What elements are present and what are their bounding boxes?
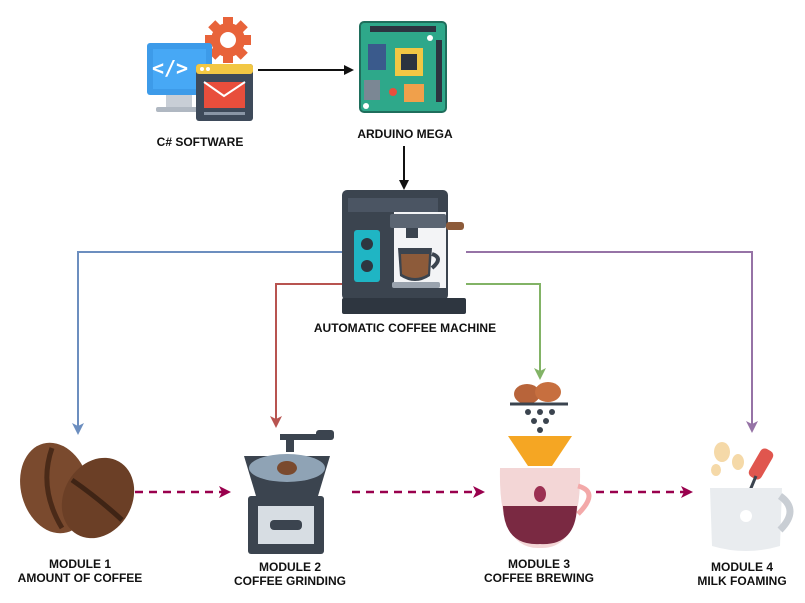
- arrow-machine-to-module2: [270, 283, 342, 428]
- module3-subtitle: COFFEE BREWING: [484, 571, 594, 585]
- module3-label: MODULE 3 COFFEE BREWING: [464, 557, 614, 585]
- module4-title: MODULE 4: [710, 560, 773, 574]
- module1-subtitle: AMOUNT OF COFFEE: [17, 571, 143, 585]
- module4-label: MODULE 4 MILK FOAMING: [680, 560, 804, 588]
- software-label: C# SOFTWARE: [156, 135, 244, 149]
- module2-subtitle: COFFEE GRINDING: [233, 574, 346, 588]
- arrow-machine-to-module4: [466, 251, 758, 433]
- espresso-machine-icon: [342, 190, 466, 314]
- machine-label: AUTOMATIC COFFEE MACHINE: [313, 321, 497, 335]
- milk-frother-icon: [710, 442, 794, 551]
- module1-label: MODULE 1 AMOUNT OF COFFEE: [0, 557, 160, 585]
- arrow-machine-to-module1: [72, 251, 342, 435]
- module2-title: MODULE 2: [258, 560, 321, 574]
- module3-title: MODULE 3: [507, 557, 570, 571]
- arrow-machine-to-module3: [466, 283, 546, 380]
- coffee-grinder-icon: [244, 430, 334, 554]
- module2-label: MODULE 2 COFFEE GRINDING: [215, 560, 365, 588]
- circuit-board-icon: [359, 21, 447, 113]
- code-monitor-icon: </>: [147, 17, 253, 121]
- svg-text:</>: </>: [152, 56, 188, 80]
- arduino-label: ARDUINO MEGA: [357, 127, 453, 141]
- module4-subtitle: MILK FOAMING: [697, 574, 787, 588]
- module1-title: MODULE 1: [48, 557, 111, 571]
- coffee-beans-icon: [20, 442, 135, 539]
- pour-over-icon: [499, 382, 592, 549]
